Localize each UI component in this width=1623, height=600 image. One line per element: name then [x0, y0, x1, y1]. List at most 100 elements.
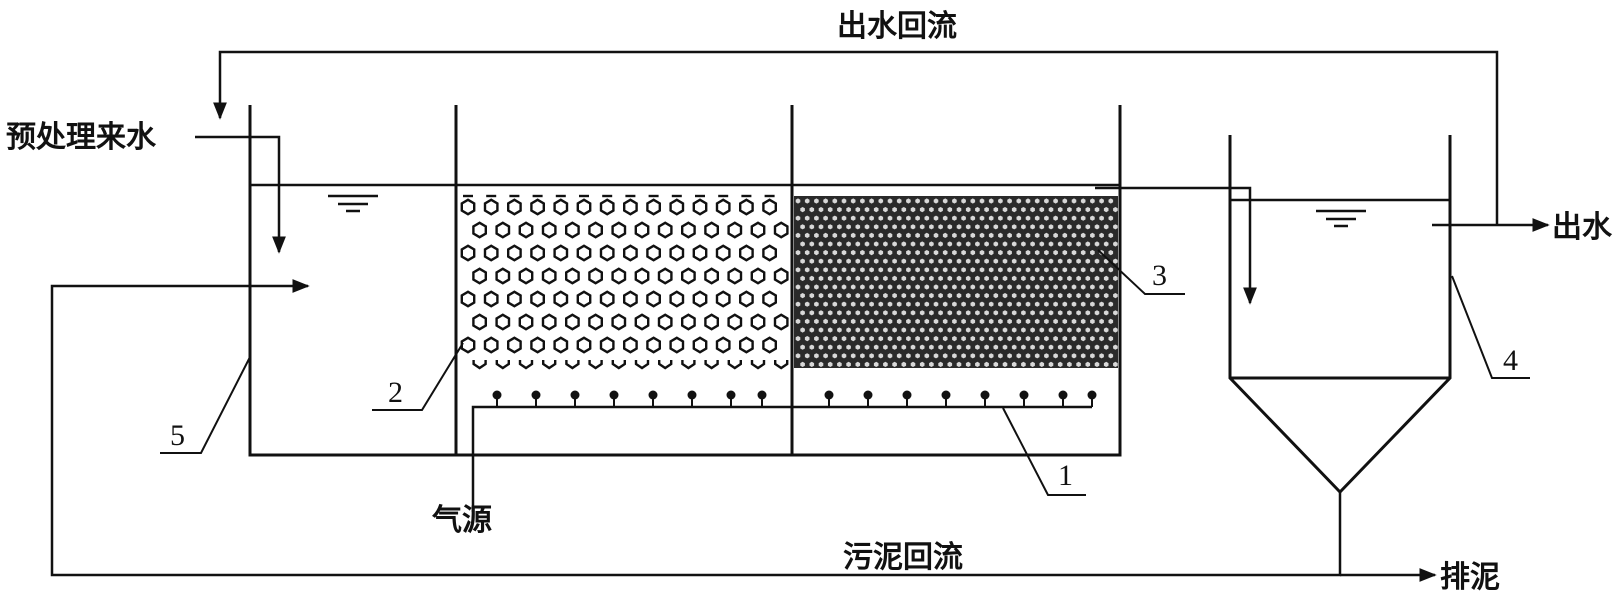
- media-element: [795, 336, 801, 342]
- media-element: [887, 267, 893, 273]
- media-element: [984, 327, 989, 333]
- media-element: [623, 244, 638, 262]
- diffuser-head: [609, 390, 619, 400]
- media-element: [823, 284, 828, 290]
- media-element: [929, 275, 934, 281]
- media-element: [1080, 336, 1086, 342]
- media-element: [1021, 310, 1026, 316]
- media-element: [846, 241, 851, 247]
- media-element: [869, 267, 874, 273]
- media-element: [795, 301, 801, 307]
- media-element: [750, 267, 766, 285]
- media-element: [993, 241, 999, 247]
- media-element: [933, 318, 939, 324]
- media-element: [823, 318, 828, 324]
- media-element: [961, 250, 966, 256]
- media-element: [1039, 224, 1045, 230]
- media-element: [1080, 301, 1086, 307]
- media-element: [795, 284, 801, 290]
- media-element: [961, 215, 966, 221]
- media-element: [1057, 207, 1063, 213]
- media-element: [947, 207, 953, 213]
- media-element: [1048, 224, 1054, 230]
- media-element: [910, 258, 916, 264]
- media-element: [518, 360, 534, 370]
- media-element: [984, 224, 989, 230]
- media-element: [860, 198, 865, 204]
- media-element: [1039, 293, 1045, 299]
- media-element: [896, 318, 902, 324]
- media-element: [850, 267, 856, 273]
- media-element: [1057, 275, 1063, 281]
- media-element: [924, 336, 930, 342]
- media-element: [1011, 293, 1017, 299]
- media-element: [984, 361, 989, 367]
- media-element: [1002, 293, 1008, 299]
- media-element: [809, 241, 815, 247]
- media-element: [883, 275, 888, 281]
- diffuser-head: [941, 390, 951, 400]
- media-element: [692, 290, 708, 308]
- media-element: [984, 207, 989, 213]
- media-element: [1113, 207, 1118, 213]
- media-element: [837, 361, 842, 367]
- media-element: [1090, 232, 1095, 238]
- media-element: [965, 293, 971, 299]
- media-element: [599, 244, 615, 262]
- media-element: [483, 198, 499, 216]
- media-element: [832, 232, 838, 238]
- media-element: [1067, 224, 1072, 230]
- media-element: [818, 275, 824, 281]
- media-element: [901, 207, 907, 213]
- media-element: [692, 198, 708, 216]
- media-element: [961, 301, 966, 307]
- media-element: [850, 215, 856, 221]
- media-element: [809, 275, 815, 281]
- media-element: [1108, 267, 1114, 273]
- media-element: [855, 207, 861, 213]
- media-element: [576, 198, 592, 216]
- media-element: [809, 344, 815, 350]
- media-element: [892, 241, 897, 247]
- media-element: [1067, 361, 1072, 367]
- media-element: [1002, 275, 1008, 281]
- media-element: [896, 353, 902, 359]
- media-element: [938, 275, 943, 281]
- media-element: [942, 301, 948, 307]
- media-element: [1108, 215, 1114, 221]
- media-element: [1025, 284, 1031, 290]
- media-element: [623, 198, 638, 216]
- media-element: [892, 310, 897, 316]
- media-element: [1025, 215, 1031, 221]
- media-element: [837, 344, 842, 350]
- media-element: [611, 313, 627, 331]
- media-element: [658, 360, 673, 370]
- media-element: [1094, 344, 1100, 350]
- media-element: [1021, 361, 1026, 367]
- media-element: [1090, 284, 1095, 290]
- media-element: [929, 310, 934, 316]
- media-element: [924, 232, 930, 238]
- media-element: [565, 221, 580, 239]
- water-level-symbol-1: [328, 194, 378, 213]
- media-element: [827, 258, 833, 264]
- media-element: [1094, 224, 1100, 230]
- media-element: [809, 207, 815, 213]
- media-element: [1011, 258, 1017, 264]
- media-element: [823, 198, 828, 204]
- media-element: [975, 293, 980, 299]
- media-element: [809, 224, 815, 230]
- media-element: [915, 198, 920, 204]
- media-element: [1076, 258, 1081, 264]
- media-element: [883, 224, 888, 230]
- media-element: [975, 344, 980, 350]
- media-element: [1076, 241, 1081, 247]
- media-element: [837, 258, 842, 264]
- media-element: [988, 267, 994, 273]
- media-element: [841, 198, 847, 204]
- media-element: [1090, 336, 1095, 342]
- diffuser-head: [648, 390, 658, 400]
- media-element: [924, 198, 930, 204]
- dense-media-packing: [794, 196, 1118, 368]
